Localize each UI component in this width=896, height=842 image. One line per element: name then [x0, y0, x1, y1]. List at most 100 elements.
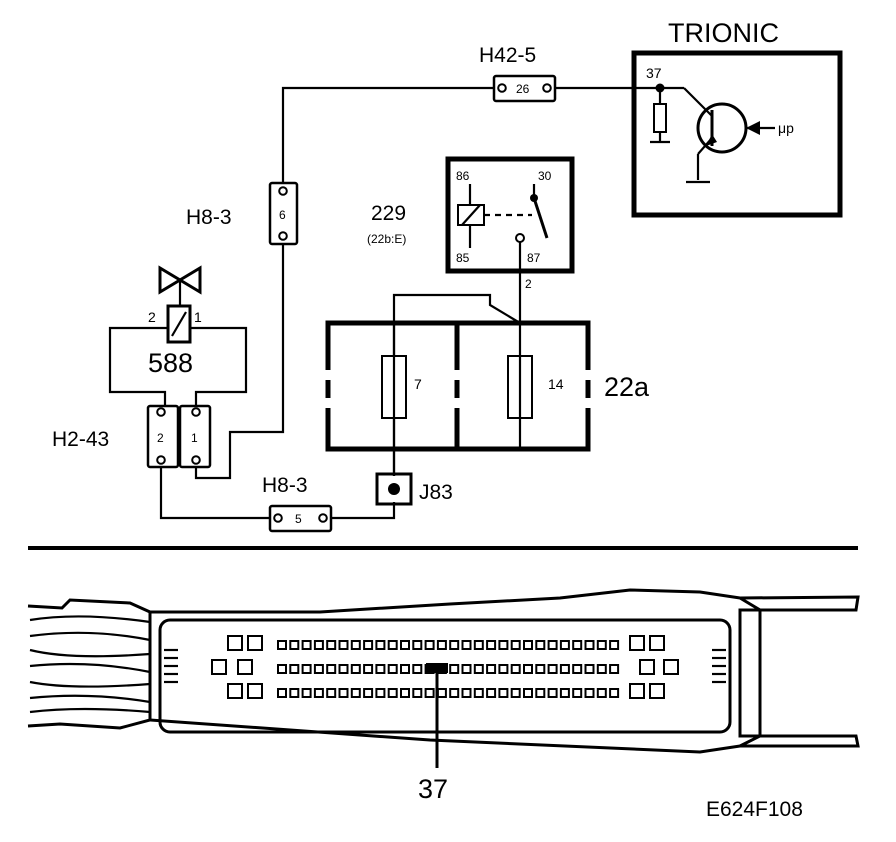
plug-pin-cell: [277, 688, 287, 698]
plug-pin-cell: [350, 688, 361, 698]
connector-h42-5: H42-5 26: [479, 44, 557, 103]
h2-43-pin-2: 2: [157, 431, 164, 445]
fusebox-22a: 7 14 22a: [325, 320, 650, 452]
plug-pin-cell: [572, 688, 583, 698]
valve-pin-1: 1: [194, 309, 202, 325]
relay-pin-86: 86: [456, 169, 470, 183]
plug-pin-cell: [535, 688, 546, 698]
plug-pin-cell: [424, 640, 435, 650]
plug-pin-cell: [584, 664, 595, 674]
plug-pin-cell: [547, 688, 558, 698]
relay-pin-87: 87: [527, 251, 541, 265]
relay-number-label: 229: [371, 202, 406, 225]
plug-pin-cell: [609, 664, 620, 674]
plug-pin-cell: [559, 640, 570, 650]
plug-pin-cell: [289, 640, 300, 650]
plug-pin-cell: [547, 640, 558, 650]
plug-pin-cell: [326, 664, 337, 674]
plug-pin-cell: [449, 688, 460, 698]
plug-pin-cell: [609, 640, 620, 650]
plug-pin-cell: [313, 664, 324, 674]
plug-pin-cell: [436, 640, 447, 650]
plug-pin-37-label: 37: [418, 774, 448, 804]
plug-pin-cell: [301, 688, 312, 698]
plug-pin-cell: [363, 688, 374, 698]
valve-number-label: 588: [148, 348, 193, 378]
trionic-title: TRIONIC: [668, 18, 779, 48]
plug-pin-cell: [473, 640, 484, 650]
plug-pin-cell: [277, 664, 287, 674]
plug-pin-cell: [338, 688, 349, 698]
input-arrow-icon: [746, 121, 760, 135]
plug-pin-cell: [596, 640, 607, 650]
h8-3-lower-label: H8-3: [262, 474, 308, 497]
plug-pin-cell: [584, 640, 595, 650]
plug-pin-cell: [498, 664, 509, 674]
fuse-7-label: 7: [414, 376, 422, 392]
plug-pin-cell: [375, 664, 386, 674]
resistor-icon: [653, 103, 667, 133]
plug-pin-cell: [473, 688, 484, 698]
plug-pin-cell: [449, 664, 460, 674]
plug-pin-cell: [400, 640, 410, 650]
valve-pin-2: 2: [148, 309, 156, 325]
plug-pin-cell: [338, 664, 349, 674]
plug-pin-cell: [461, 688, 472, 698]
plug-pin-cell: [301, 640, 312, 650]
plug-pin-cell: [363, 664, 374, 674]
plug-pin-cell: [350, 664, 361, 674]
plug-pin-cell: [277, 640, 287, 650]
h42-5-pin-label: 26: [516, 82, 530, 96]
plug-pin-cell: [510, 688, 521, 698]
j83-label: J83: [419, 481, 453, 504]
h42-5-label: H42-5: [479, 44, 536, 67]
plug-pin-cell: [523, 664, 533, 674]
plug-pin-cell: [535, 640, 546, 650]
plug-pin-cell: [301, 664, 312, 674]
fusebox-label: 22a: [604, 372, 650, 402]
ecu-plug-drawing: 37: [27, 588, 860, 804]
plug-pin-cell: [523, 688, 533, 698]
plug-pin-cell: [289, 664, 300, 674]
relay-wire-label: 2: [525, 277, 532, 291]
connector-h2-43: H2-43 2 1: [52, 404, 212, 469]
plug-pin-cell: [609, 688, 620, 698]
plug-pin-cell: [350, 640, 361, 650]
plug-pin-cell: [375, 688, 386, 698]
plug-pin-cell: [326, 688, 337, 698]
plug-pin-cell: [412, 640, 423, 650]
plug-pin-cell: [486, 688, 497, 698]
plug-pin-cell: [424, 688, 435, 698]
plug-pin-cell: [326, 640, 337, 650]
plug-pin-rows: [277, 640, 620, 698]
h2-43-pin-1: 1: [191, 431, 198, 445]
relay-229: 229 (22b:E) 86 85 30 87 2: [367, 156, 575, 291]
connector-h8-3-lower: H8-3 5: [262, 474, 333, 533]
plug-pin-cell: [375, 640, 386, 650]
plug-pin-cell: [498, 688, 509, 698]
plug-pin-cell: [387, 688, 398, 698]
valve-icon: [158, 265, 183, 295]
plug-pin-cell: [510, 664, 521, 674]
relay-ref-label: (22b:E): [367, 232, 406, 246]
plug-pin-cell: [596, 664, 607, 674]
relay-switch-icon: [532, 197, 549, 239]
plug-pin-cell: [473, 664, 484, 674]
relay-pin-85: 85: [456, 251, 470, 265]
plug-pin-cell: [412, 664, 423, 674]
figure-code: E624F108: [706, 798, 803, 821]
trionic-ecu: TRIONIC 37 μp: [631, 18, 843, 218]
plug-pin-cell: [436, 688, 447, 698]
ecu-pin-37-label: 37: [646, 65, 662, 81]
ecu-input-label: μp: [778, 120, 794, 136]
plug-pin-cell: [289, 688, 300, 698]
plug-pin-cell: [387, 640, 398, 650]
plug-pin-cell: [486, 664, 497, 674]
plug-pin-cell: [400, 688, 410, 698]
plug-pin-cell: [535, 664, 546, 674]
plug-pin-cell: [584, 688, 595, 698]
plug-pin-cell: [523, 640, 533, 650]
plug-pin-cell: [596, 688, 607, 698]
plug-pin-cell: [461, 664, 472, 674]
